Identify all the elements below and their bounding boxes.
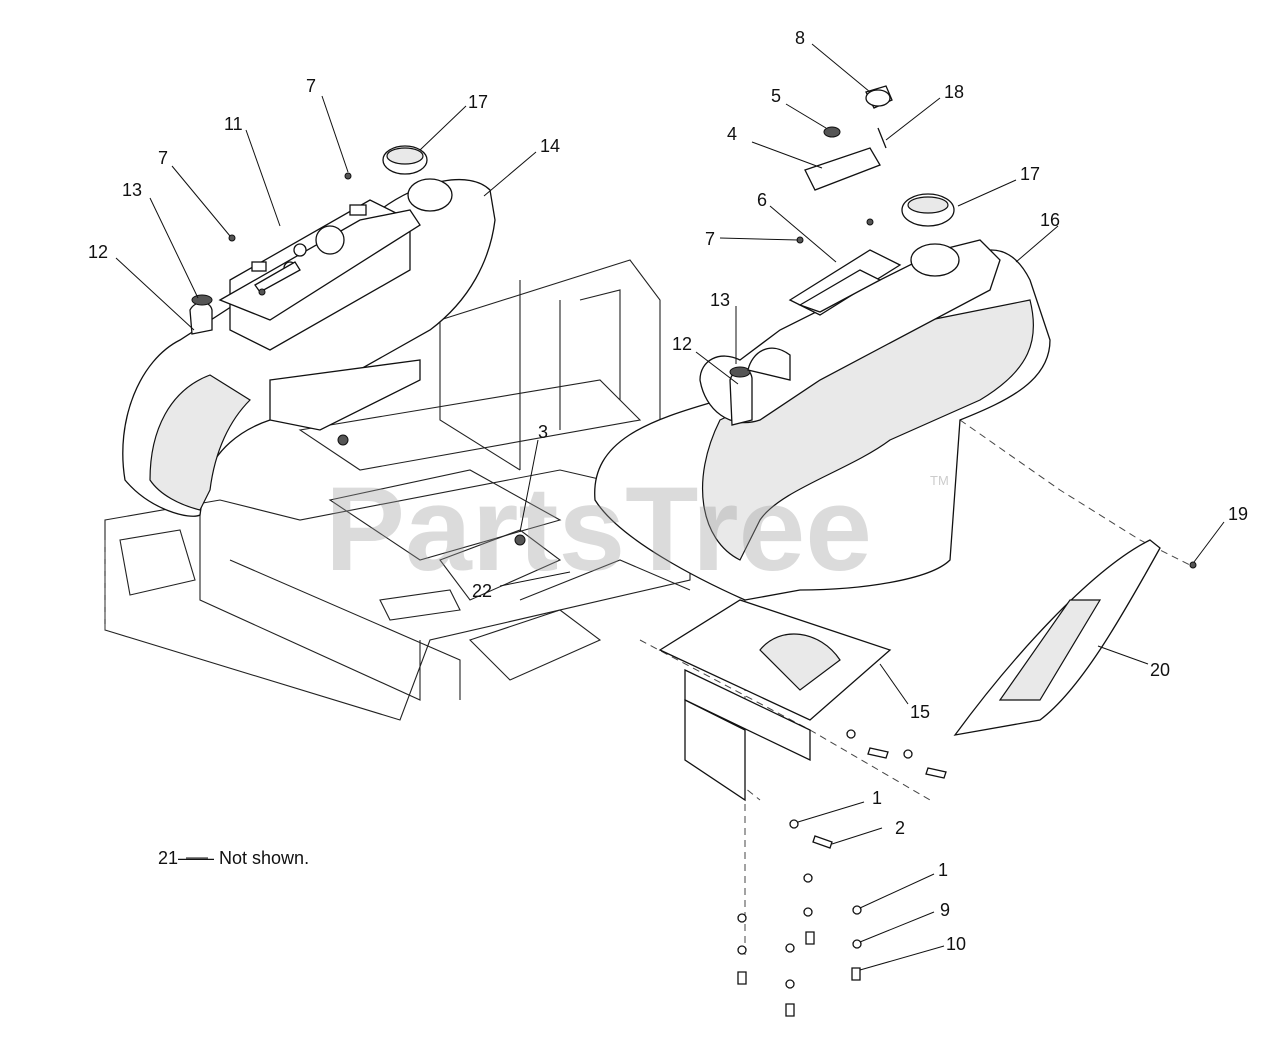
side-panel [953,539,1161,736]
callout-15: 15 [910,702,930,722]
callout-9: 9 [940,900,950,920]
not-shown-note: 21—— Not shown. [158,848,310,868]
callout-8: 8 [795,28,805,48]
callout-12: 12 [672,334,692,354]
callout-7: 7 [306,76,316,96]
callout-3: 3 [538,422,548,442]
callout-22: 22 [472,581,492,601]
callout-20: 20 [1150,660,1170,680]
callout-16: 16 [1040,210,1060,230]
callout-18: 18 [944,82,964,102]
callout-12: 12 [88,242,108,262]
watermark-tm: TM [930,473,949,488]
callout-7: 7 [158,148,168,168]
callout-17: 17 [1020,164,1040,184]
seat-plate [658,599,892,802]
chassis-frame [104,259,691,721]
callout-19: 19 [1228,504,1248,524]
leader-lines [115,43,1225,971]
watermark-text: PartsTree [325,462,872,596]
callout-10: 10 [946,934,966,954]
callout-4: 4 [727,124,737,144]
callout-14: 14 [540,136,560,156]
left-fender-assembly [122,145,496,517]
callout-13: 13 [710,290,730,310]
partstree-watermark: PartsTree TM [325,462,949,596]
callout-1: 1 [938,860,948,880]
right-fender-assembly [594,85,1051,601]
callout-2: 2 [895,818,905,838]
callout-13: 13 [122,180,142,200]
callout-7: 7 [705,229,715,249]
callout-5: 5 [771,86,781,106]
callout-1: 1 [872,788,882,808]
callout-6: 6 [757,190,767,210]
callout-11: 11 [224,114,243,134]
callout-17: 17 [468,92,488,112]
hardware-fasteners [228,172,1197,1017]
callout-numbers: 7 17 11 14 7 13 12 8 5 18 4 17 6 16 7 13… [88,28,1248,954]
